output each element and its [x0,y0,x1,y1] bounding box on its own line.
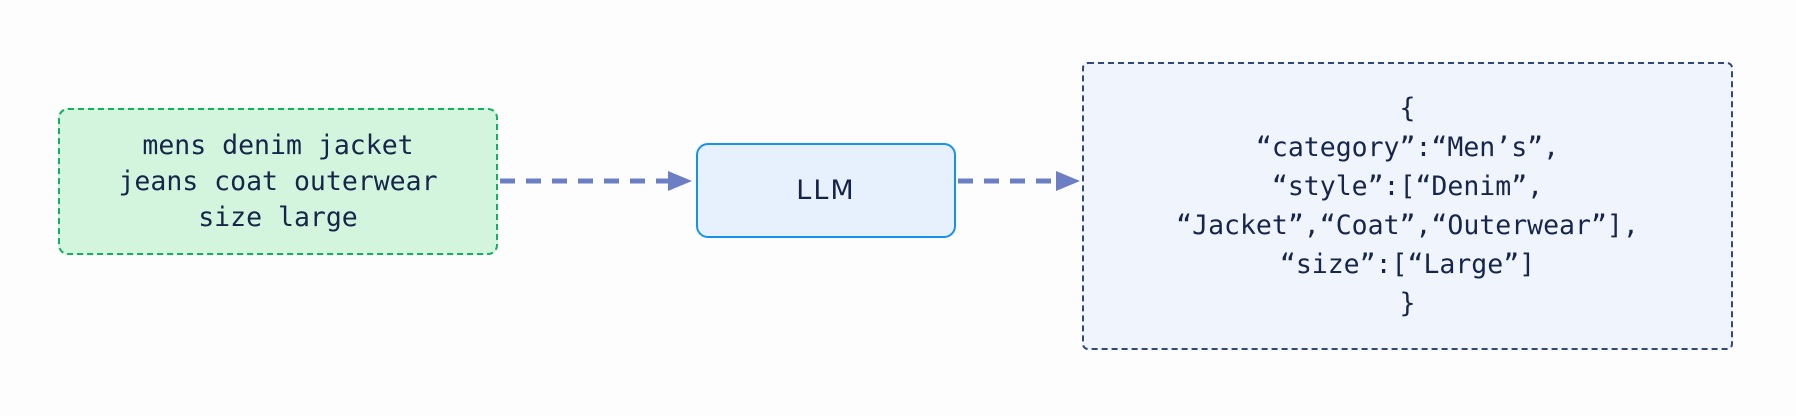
llm-node[interactable]: LLM [696,143,956,238]
input-query-node[interactable]: mens denim jacket jeans coat outerwear s… [58,108,498,255]
structured-output-node[interactable]: { “category”:“Men’s”, “style”:[“Denim”, … [1082,62,1733,350]
arrow-input-to-llm [500,168,696,194]
arrow-llm-to-output [958,168,1084,194]
structured-output-json-text: { “category”:“Men’s”, “style”:[“Denim”, … [1176,93,1639,319]
arrow-head [1056,171,1080,191]
llm-label: LLM [796,174,856,206]
arrow-head [668,171,692,191]
input-query-text: mens denim jacket jeans coat outerwear s… [118,129,438,233]
